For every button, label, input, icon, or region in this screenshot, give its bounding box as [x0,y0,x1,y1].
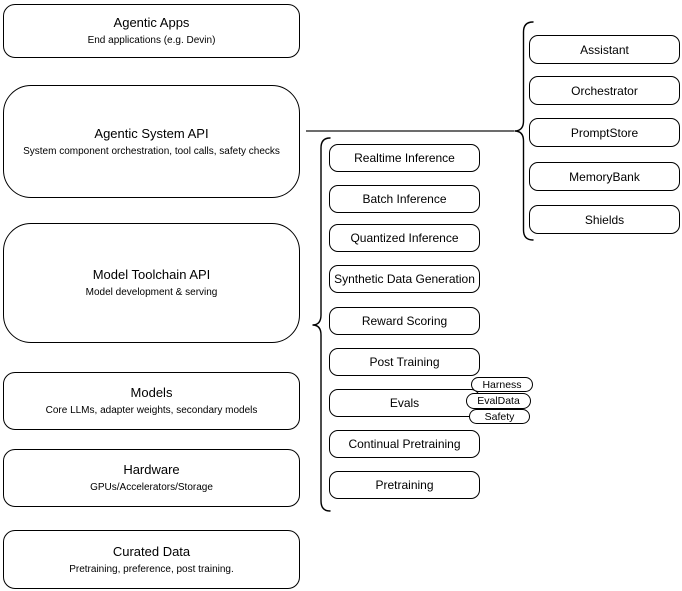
tag-label: Harness [482,378,522,391]
node-title: Agentic System API [94,125,209,141]
node-hardware: Hardware GPUs/Accelerators/Storage [3,449,300,507]
node-batch-inference: Batch Inference [329,185,480,213]
node-agentic-system-api: Agentic System API System component orch… [3,85,300,198]
node-models: Models Core LLMs, adapter weights, secon… [3,372,300,430]
tag-label: EvalData [477,395,520,407]
node-label: Realtime Inference [354,151,455,165]
node-curated-data: Curated Data Pretraining, preference, po… [3,530,300,589]
tag-harness: Harness [471,377,533,392]
tag-safety: Safety [469,409,530,424]
node-evals: Evals [329,389,480,417]
node-label: Synthetic Data Generation [334,272,475,286]
node-title: Curated Data [112,543,191,559]
node-quantized-inference: Quantized Inference [329,224,480,252]
node-model-toolchain-api: Model Toolchain API Model development & … [3,223,300,343]
node-shields: Shields [529,205,680,234]
node-label: Evals [389,396,420,410]
node-label: Orchestrator [571,83,638,98]
node-subtitle: GPUs/Accelerators/Storage [90,482,213,493]
node-pretraining: Pretraining [329,471,480,499]
tag-evaldata: EvalData [466,393,531,409]
node-subtitle: End applications (e.g. Devin) [87,35,216,46]
node-synthetic-data-generation: Synthetic Data Generation [329,265,480,293]
node-title: Model Toolchain API [92,267,211,282]
node-label: Post Training [369,355,440,369]
node-label: MemoryBank [569,169,640,184]
node-subtitle: Pretraining, preference, post training. [69,563,234,575]
node-orchestrator: Orchestrator [529,76,680,105]
node-label: Batch Inference [362,192,447,206]
node-label: Pretraining [375,478,434,492]
node-reward-scoring: Reward Scoring [329,307,480,335]
node-title: Agentic Apps [113,15,190,30]
node-memorybank: MemoryBank [529,162,680,191]
node-subtitle: System component orchestration, tool cal… [23,145,280,157]
node-label: Assistant [580,42,629,57]
node-realtime-inference: Realtime Inference [329,144,480,172]
node-title: Hardware [123,462,180,477]
node-label: Quantized Inference [350,231,459,245]
node-label: Shields [584,212,625,227]
node-label: Continual Pretraining [348,437,461,451]
node-label: Reward Scoring [361,314,448,328]
node-subtitle: Core LLMs, adapter weights, secondary mo… [45,405,258,416]
brace-toolchain-components [312,137,331,512]
node-promptstore: PromptStore [529,118,680,147]
node-continual-pretraining: Continual Pretraining [329,430,480,458]
node-label: PromptStore [570,125,639,140]
node-agentic-apps: Agentic Apps End applications (e.g. Devi… [3,4,300,58]
node-title: Models [130,385,173,400]
node-assistant: Assistant [529,35,680,64]
tag-label: Safety [484,410,515,423]
node-subtitle: Model development & serving [85,287,218,298]
node-post-training: Post Training [329,348,480,376]
